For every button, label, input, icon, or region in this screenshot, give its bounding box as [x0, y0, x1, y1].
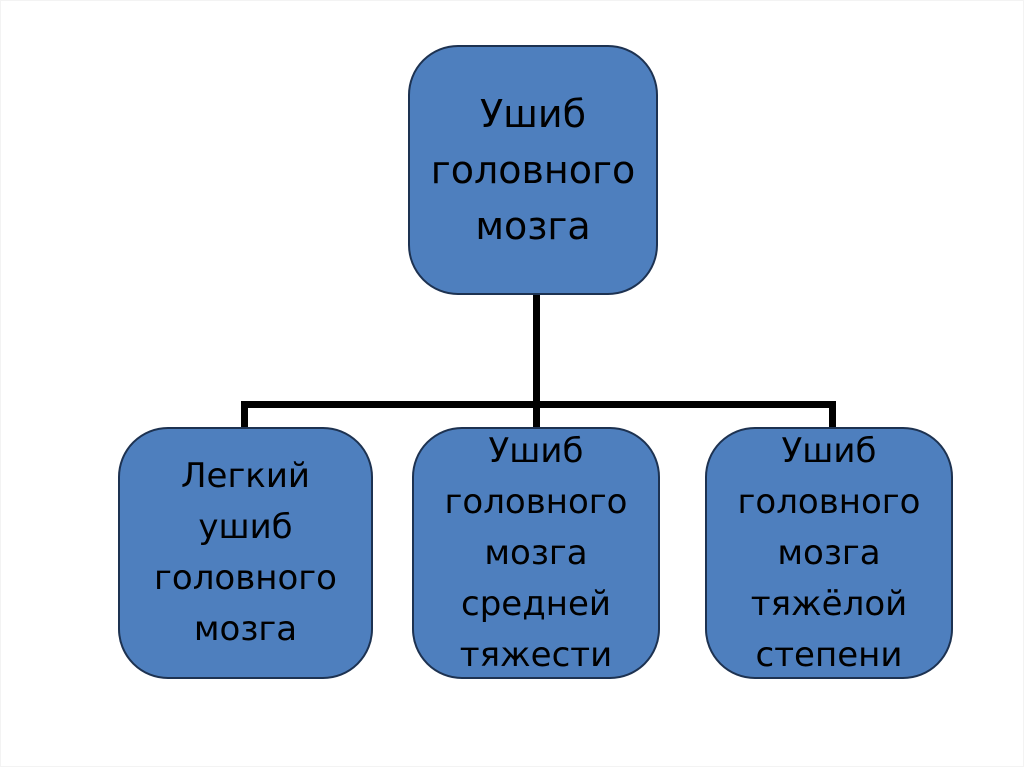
connector-vertical-center [533, 293, 540, 430]
diagram-node-severe: Ушиб головного мозга тяжёлой степени [705, 427, 953, 679]
connector-horizontal [241, 401, 836, 408]
diagram-node-mild-label: Легкий ушиб головного мозга [154, 456, 337, 649]
diagram-node-root: Ушиб головного мозга [408, 45, 658, 295]
connector-vertical-left [241, 401, 248, 430]
diagram-node-severe-label: Ушиб головного мозга тяжёлой степени [737, 430, 921, 675]
connector-vertical-right [829, 401, 836, 430]
diagram-node-root-label: Ушиб головного мозга [430, 91, 636, 249]
diagram-node-mild: Легкий ушиб головного мозга [118, 427, 373, 679]
diagram-node-moderate-label: Ушиб головного мозга средней тяжести [444, 430, 628, 675]
diagram-node-moderate: Ушиб головного мозга средней тяжести [412, 427, 660, 679]
